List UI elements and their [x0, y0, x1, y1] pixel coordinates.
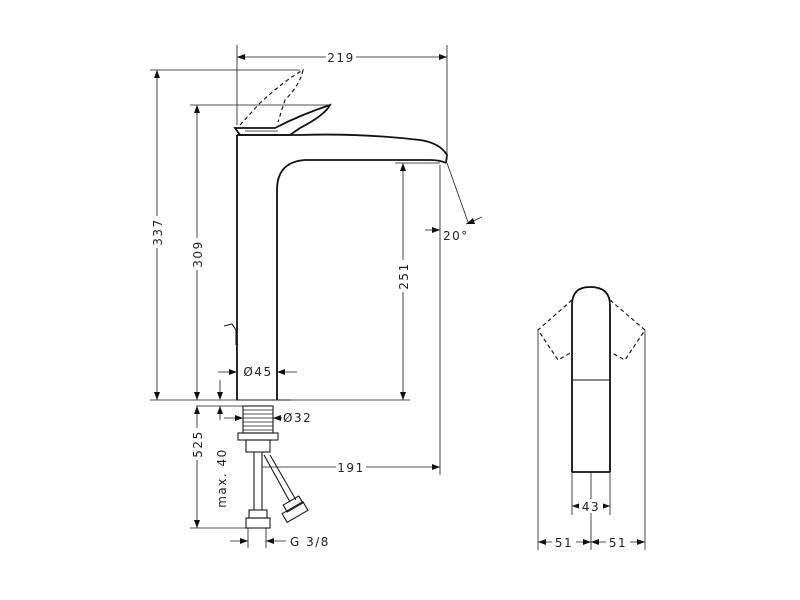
dim-label-219: 219	[327, 51, 354, 65]
faucet-side-view: 43 51 51	[537, 286, 646, 550]
popup-lever	[223, 323, 237, 345]
dim-label-20deg: 20°	[443, 229, 469, 243]
dim-label-337: 337	[151, 218, 165, 245]
dim-label-51-right: 51	[609, 536, 627, 550]
dim-diameter-32: Ø32	[224, 411, 312, 425]
dim-height-309: 309	[190, 105, 205, 400]
dim-label-51-left: 51	[555, 536, 573, 550]
dim-height-337: 337	[150, 70, 165, 400]
dim-label-43: 43	[582, 500, 600, 514]
dim-label-525: 525	[191, 430, 205, 457]
dim-reach-191: 191	[262, 460, 440, 475]
threaded-shank	[237, 405, 279, 453]
dim-label-d45: Ø45	[243, 365, 272, 379]
dim-depth-525: 525	[190, 406, 205, 528]
dim-label-251: 251	[397, 262, 411, 289]
connection-hoses	[245, 452, 309, 529]
dim-spout-251: 251	[396, 163, 411, 400]
spout-upper-edge	[237, 133, 448, 164]
side-handle	[571, 286, 611, 380]
dim-side-51-51: 51 51	[538, 535, 645, 550]
handle-alt-position	[239, 68, 304, 126]
dim-label-max40: max. 40	[215, 448, 229, 508]
dim-angle-20: 20°	[425, 216, 483, 243]
faucet-front-view: 219 337 309 251	[150, 45, 483, 549]
side-handle-alt-left	[537, 299, 573, 361]
dim-label-309: 309	[191, 240, 205, 267]
side-handle-alt-right	[609, 299, 646, 361]
dim-label-g38: G 3/8	[290, 535, 330, 549]
dim-label-d32: Ø32	[283, 411, 312, 425]
spout-lower-edge	[276, 159, 447, 400]
dim-label-191: 191	[337, 461, 364, 475]
dim-connection-g38: G 3/8	[230, 535, 330, 549]
dim-width-219: 219	[237, 50, 447, 65]
dim-max-40: max. 40	[215, 380, 229, 508]
dim-diameter-45: Ø45	[218, 364, 297, 379]
dim-side-43: 43	[572, 499, 610, 514]
